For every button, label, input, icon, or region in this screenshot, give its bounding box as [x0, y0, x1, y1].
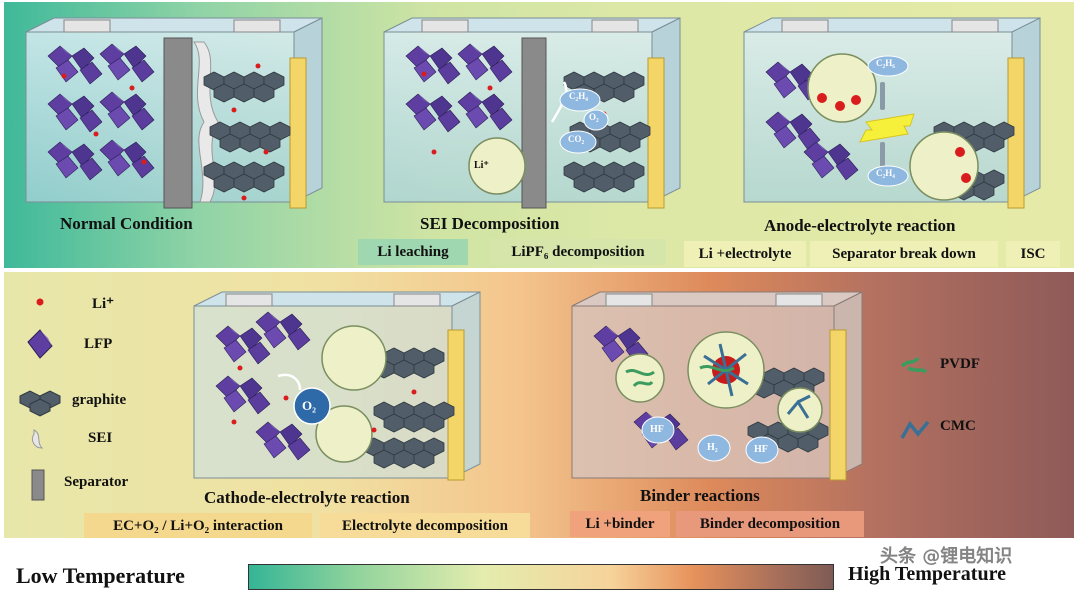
pvdf-icon	[900, 356, 928, 374]
chip-binder-decomposition: Binder decomposition	[676, 511, 864, 537]
panel-top-low-temperature: C₂H₄ O₂ CO₂ Li⁺ C₂H₆ C₂H₄ Normal Conditi…	[4, 2, 1074, 268]
o2-label: O₂	[302, 398, 317, 413]
high-temperature-label: High Temperature	[848, 563, 1006, 585]
lfp-icon	[27, 329, 53, 359]
gas-co2: CO₂	[568, 134, 585, 144]
sei-icon	[31, 429, 44, 449]
watermark: 头条 @锂电知识	[880, 546, 1013, 567]
legend-cmc: CMC	[940, 418, 976, 434]
cell-binder	[571, 291, 863, 481]
gas-c2h4-anode: C₂H₄	[876, 168, 895, 178]
title-normal-condition: Normal Condition	[60, 214, 193, 233]
lipf6-label: Li⁺	[474, 160, 489, 171]
h2-label: H₂	[707, 442, 718, 453]
chip-ec-o2-interaction: EC+O₂ / Li+O₂ interaction	[84, 513, 312, 538]
cell-sei	[383, 17, 681, 209]
o2-bubble	[293, 387, 331, 425]
gas-c2h6: C₂H₆	[876, 58, 895, 68]
title-sei-decomposition: SEI Decomposition	[420, 214, 560, 233]
legend-lfp: LFP	[84, 336, 113, 352]
low-temperature-label: Low Temperature	[16, 563, 185, 588]
cmc-icon	[900, 420, 930, 439]
legend-graphite: graphite	[72, 392, 127, 408]
title-cathode-electrolyte: Cathode-electrolyte reaction	[204, 488, 410, 507]
cell-cathode	[193, 291, 481, 481]
cell-normal	[25, 17, 323, 209]
separator-icon	[31, 469, 45, 501]
legend-sei: SEI	[88, 430, 113, 446]
chip-lipf6-decomposition: LiPF₆ decomposition	[490, 239, 666, 265]
chip-li-leaching: Li leaching	[358, 239, 468, 265]
cell-anode	[743, 17, 1041, 209]
legend-pvdf: PVDF	[940, 356, 980, 372]
legend-li: Li⁺	[92, 296, 115, 312]
title-anode-electrolyte: Anode-electrolyte reaction	[764, 216, 956, 235]
hf-label-1: HF	[650, 424, 664, 435]
graphite-icon	[19, 390, 61, 417]
legend-separator: Separator	[64, 474, 129, 490]
chip-separator-break-down: Separator break down	[810, 241, 998, 267]
title-binder-reactions: Binder reactions	[640, 486, 760, 505]
panel-bottom-high-temperature: Li⁺ LFP graphite SEI Separator PVDF CMC …	[4, 272, 1074, 538]
gas-o2: O₂	[589, 112, 599, 122]
chip-li-electrolyte: Li +electrolyte	[684, 241, 806, 267]
chip-isc: ISC	[1006, 241, 1060, 267]
chip-li-binder: Li +binder	[570, 511, 670, 537]
temperature-gradient-bar	[248, 564, 834, 590]
battery-cells-top	[25, 17, 1041, 209]
li-ion-icon	[36, 298, 44, 306]
chip-electrolyte-decomposition: Electrolyte decomposition	[320, 513, 530, 538]
hf-label-2: HF	[754, 444, 768, 455]
battery-cells-bottom	[19, 291, 930, 501]
gas-c2h4: C₂H₄	[569, 91, 588, 101]
